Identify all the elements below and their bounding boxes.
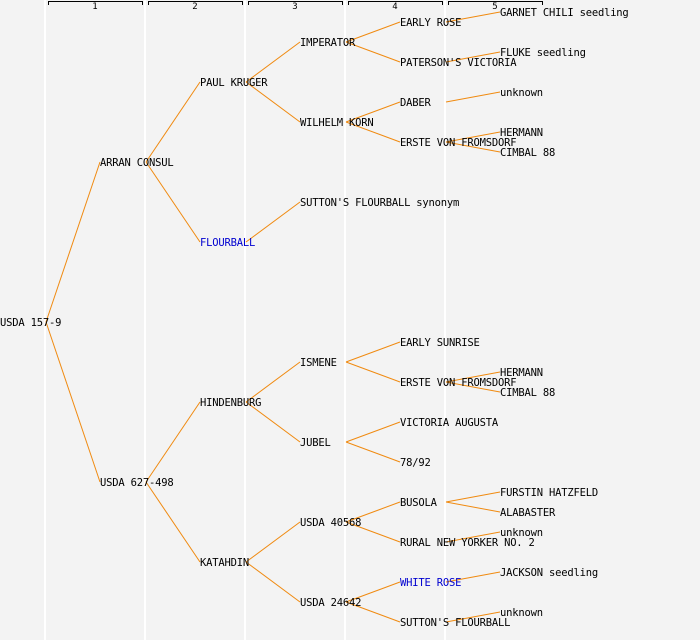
- generation-number: 2: [192, 2, 197, 12]
- generation-header-2: 2: [148, 1, 243, 12]
- pedigree-edge: [145, 401, 201, 483]
- pedigree-edge: [345, 41, 401, 63]
- pedigree-node[interactable]: JUBEL: [300, 437, 331, 449]
- pedigree-node[interactable]: HERMANN: [500, 127, 543, 139]
- pedigree-edge: [445, 571, 501, 583]
- header-bracket: [448, 1, 543, 5]
- pedigree-edge: [445, 611, 501, 623]
- pedigree-node[interactable]: FLOURBALL: [200, 237, 255, 249]
- pedigree-node[interactable]: ISMENE: [300, 357, 337, 369]
- pedigree-edge: [245, 561, 301, 603]
- pedigree-node[interactable]: EARLY SUNRISE: [400, 337, 480, 349]
- generation-header-5: 5: [448, 1, 543, 12]
- pedigree-edge: [445, 51, 501, 63]
- pedigree-node[interactable]: KATAHDIN: [200, 557, 249, 569]
- pedigree-edge: [345, 581, 401, 603]
- pedigree-edge: [445, 501, 501, 513]
- pedigree-edge: [145, 481, 201, 563]
- pedigree-node[interactable]: VICTORIA AUGUSTA: [400, 417, 499, 429]
- pedigree-edge: [445, 11, 501, 23]
- generation-number: 4: [392, 2, 397, 12]
- pedigree-edge: [45, 321, 101, 483]
- pedigree-edge: [345, 601, 401, 623]
- generation-number: 1: [92, 2, 97, 12]
- column-dividers: [44, 0, 446, 640]
- pedigree-edge: [345, 421, 401, 443]
- pedigree-node[interactable]: ARRAN CONSUL: [100, 157, 174, 169]
- pedigree-node[interactable]: FLUKE seedling: [500, 47, 586, 59]
- pedigree-node[interactable]: HINDENBURG: [200, 397, 261, 409]
- pedigree-node[interactable]: PAUL KRUGER: [200, 77, 268, 89]
- header-bracket: [348, 1, 443, 5]
- generation-number: 5: [492, 2, 497, 12]
- pedigree-edge: [245, 201, 301, 243]
- pedigree-edge: [245, 521, 301, 563]
- pedigree-node[interactable]: SUTTON'S FLOURBALL synonym: [300, 197, 459, 209]
- pedigree-edge: [345, 341, 401, 363]
- pedigree-node[interactable]: WHITE ROSE: [400, 577, 461, 589]
- pedigree-edge: [445, 491, 501, 503]
- pedigree-node[interactable]: GARNET CHILI seedling: [500, 7, 629, 19]
- pedigree-node[interactable]: ERSTE VON FROMSDORF: [400, 377, 517, 389]
- pedigree-edge: [245, 81, 301, 123]
- pedigree-edge: [445, 531, 501, 543]
- pedigree-edge: [345, 521, 401, 543]
- pedigree-node[interactable]: ALABASTER: [500, 507, 556, 519]
- pedigree-edge: [445, 381, 501, 393]
- pedigree-node[interactable]: USDA 627-498: [100, 477, 174, 489]
- pedigree-node[interactable]: USDA 157-9: [0, 317, 61, 329]
- pedigree-edge: [345, 441, 401, 463]
- pedigree-edge: [445, 91, 501, 103]
- pedigree-node[interactable]: IMPERATOR: [300, 37, 356, 49]
- pedigree-node[interactable]: PATERSON'S VICTORIA: [400, 57, 517, 69]
- generation-header-1: 1: [48, 1, 143, 12]
- header-bracket: [248, 1, 343, 5]
- pedigree-edge: [345, 101, 401, 123]
- pedigree-node[interactable]: HERMANN: [500, 367, 543, 379]
- pedigree-edge: [345, 21, 401, 43]
- pedigree-node[interactable]: SUTTON'S FLOURBALL: [400, 617, 510, 629]
- pedigree-edge: [445, 141, 501, 153]
- pedigree-edge: [345, 501, 401, 523]
- pedigree-node[interactable]: unknown: [500, 87, 543, 99]
- pedigree-node[interactable]: BUSOLA: [400, 497, 438, 509]
- pedigree-edge: [245, 41, 301, 83]
- pedigree-node[interactable]: unknown: [500, 527, 543, 539]
- generation-header-3: 3: [248, 1, 343, 12]
- pedigree-node[interactable]: USDA 40568: [300, 517, 361, 529]
- generation-header-4: 4: [348, 1, 443, 12]
- pedigree-node[interactable]: USDA 24642: [300, 597, 361, 609]
- pedigree-node[interactable]: CIMBAL 88: [500, 387, 555, 399]
- pedigree-node[interactable]: CIMBAL 88: [500, 147, 555, 159]
- pedigree-edge: [445, 371, 501, 383]
- pedigree-node[interactable]: WILHELM KORN: [300, 117, 374, 129]
- pedigree-node[interactable]: unknown: [500, 607, 543, 619]
- pedigree-edge: [45, 161, 101, 323]
- pedigree-node[interactable]: 78/92: [400, 457, 431, 469]
- generation-number: 3: [292, 2, 297, 12]
- pedigree-edge: [345, 361, 401, 383]
- pedigree-node[interactable]: DABER: [400, 97, 432, 109]
- pedigree-node[interactable]: RURAL NEW YORKER NO. 2: [400, 537, 535, 549]
- header-bracket: [48, 1, 143, 5]
- generation-headers: 1 2 3 4 5: [48, 1, 543, 12]
- pedigree-node[interactable]: ERSTE VON FROMSDORF: [400, 137, 517, 149]
- pedigree-node[interactable]: EARLY ROSE: [400, 17, 461, 29]
- pedigree-edge: [245, 361, 301, 403]
- header-bracket: [148, 1, 243, 5]
- pedigree-edge: [145, 161, 201, 243]
- pedigree-edge: [145, 81, 201, 163]
- pedigree-node[interactable]: JACKSON seedling: [500, 567, 598, 579]
- pedigree-edge: [445, 131, 501, 143]
- tree-edges: [45, 11, 501, 623]
- pedigree-edge: [345, 121, 401, 143]
- pedigree-edge: [245, 401, 301, 443]
- pedigree-node[interactable]: FURSTIN HATZFELD: [500, 487, 598, 499]
